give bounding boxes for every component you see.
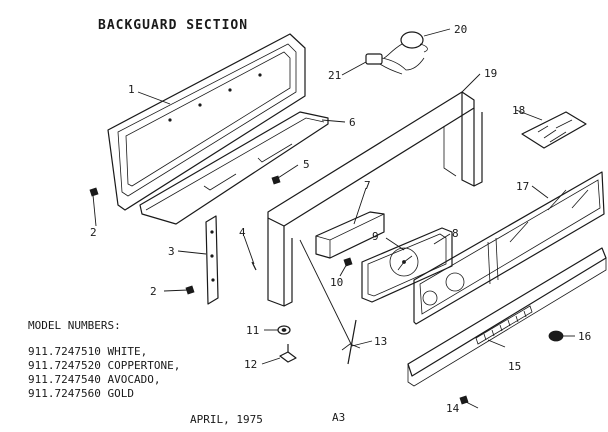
- part-9-clock: [389, 247, 419, 277]
- part-11-grommet: [277, 325, 291, 335]
- callout-20: 20: [454, 23, 467, 36]
- footer-page: A3: [332, 411, 345, 424]
- callout-labels: 1 2 2 3 4 5 6 7 8 9 10 11 12 13 14 15 16…: [90, 23, 591, 415]
- part-2-screw-lower: [185, 285, 195, 295]
- part-17-glass-panel: [413, 171, 605, 325]
- callout-21: 21: [328, 69, 341, 82]
- model-numbers-heading: MODEL NUMBERS:: [28, 319, 121, 332]
- model-number-line: 911.7247560 GOLD: [28, 387, 134, 400]
- part-13-bracket: [341, 319, 361, 365]
- part-12-foot: [279, 344, 297, 363]
- callout-6: 6: [349, 116, 356, 129]
- part-2-screw-upper: [89, 187, 99, 197]
- part-19-backguard-frame: [267, 91, 483, 307]
- callout-1: 1: [128, 83, 135, 96]
- callout-5: 5: [303, 158, 310, 171]
- callout-14: 14: [446, 402, 460, 415]
- callout-13: 13: [374, 335, 387, 348]
- callout-2-upper: 2: [90, 226, 97, 239]
- model-number-line: 911.7247540 AVOCADO,: [28, 373, 160, 386]
- callout-12: 12: [244, 358, 257, 371]
- callout-3: 3: [168, 245, 175, 258]
- part-16-knob: [548, 330, 564, 342]
- callout-2-lower: 2: [150, 285, 157, 298]
- callout-9: 9: [372, 230, 379, 243]
- part-3-side-bracket: [205, 215, 219, 305]
- leader-lines: [92, 28, 575, 409]
- diagram-title: BACKGUARD SECTION: [98, 18, 248, 33]
- callout-15: 15: [508, 360, 521, 373]
- part-18-switch-plate: [521, 111, 587, 149]
- model-numbers: MODEL NUMBERS: 911.7247510 WHITE, 911.72…: [28, 319, 180, 400]
- callout-7: 7: [364, 179, 371, 192]
- callout-18: 18: [512, 104, 525, 117]
- callout-19: 19: [484, 67, 497, 80]
- footer-date: APRIL, 1975: [190, 413, 263, 426]
- callout-4: 4: [239, 226, 246, 239]
- model-number-line: 911.7247520 COPPERTONE,: [28, 359, 180, 372]
- part-15-trim-strip: [407, 247, 607, 387]
- part-20-light-assembly: [383, 31, 428, 59]
- callout-11: 11: [246, 324, 259, 337]
- model-number-line: 911.7247510 WHITE,: [28, 345, 147, 358]
- callout-10: 10: [330, 276, 343, 289]
- callout-17: 17: [516, 180, 529, 193]
- part-7-control-housing: [315, 211, 385, 259]
- callout-8: 8: [452, 227, 459, 240]
- part-21-socket: [365, 53, 425, 75]
- part-6-bottom-bracket: [139, 111, 329, 225]
- part-1-rear-panel: [107, 33, 306, 211]
- part-8-clock-panel: [361, 227, 453, 303]
- callout-16: 16: [578, 330, 591, 343]
- part-4-screw: [251, 261, 257, 271]
